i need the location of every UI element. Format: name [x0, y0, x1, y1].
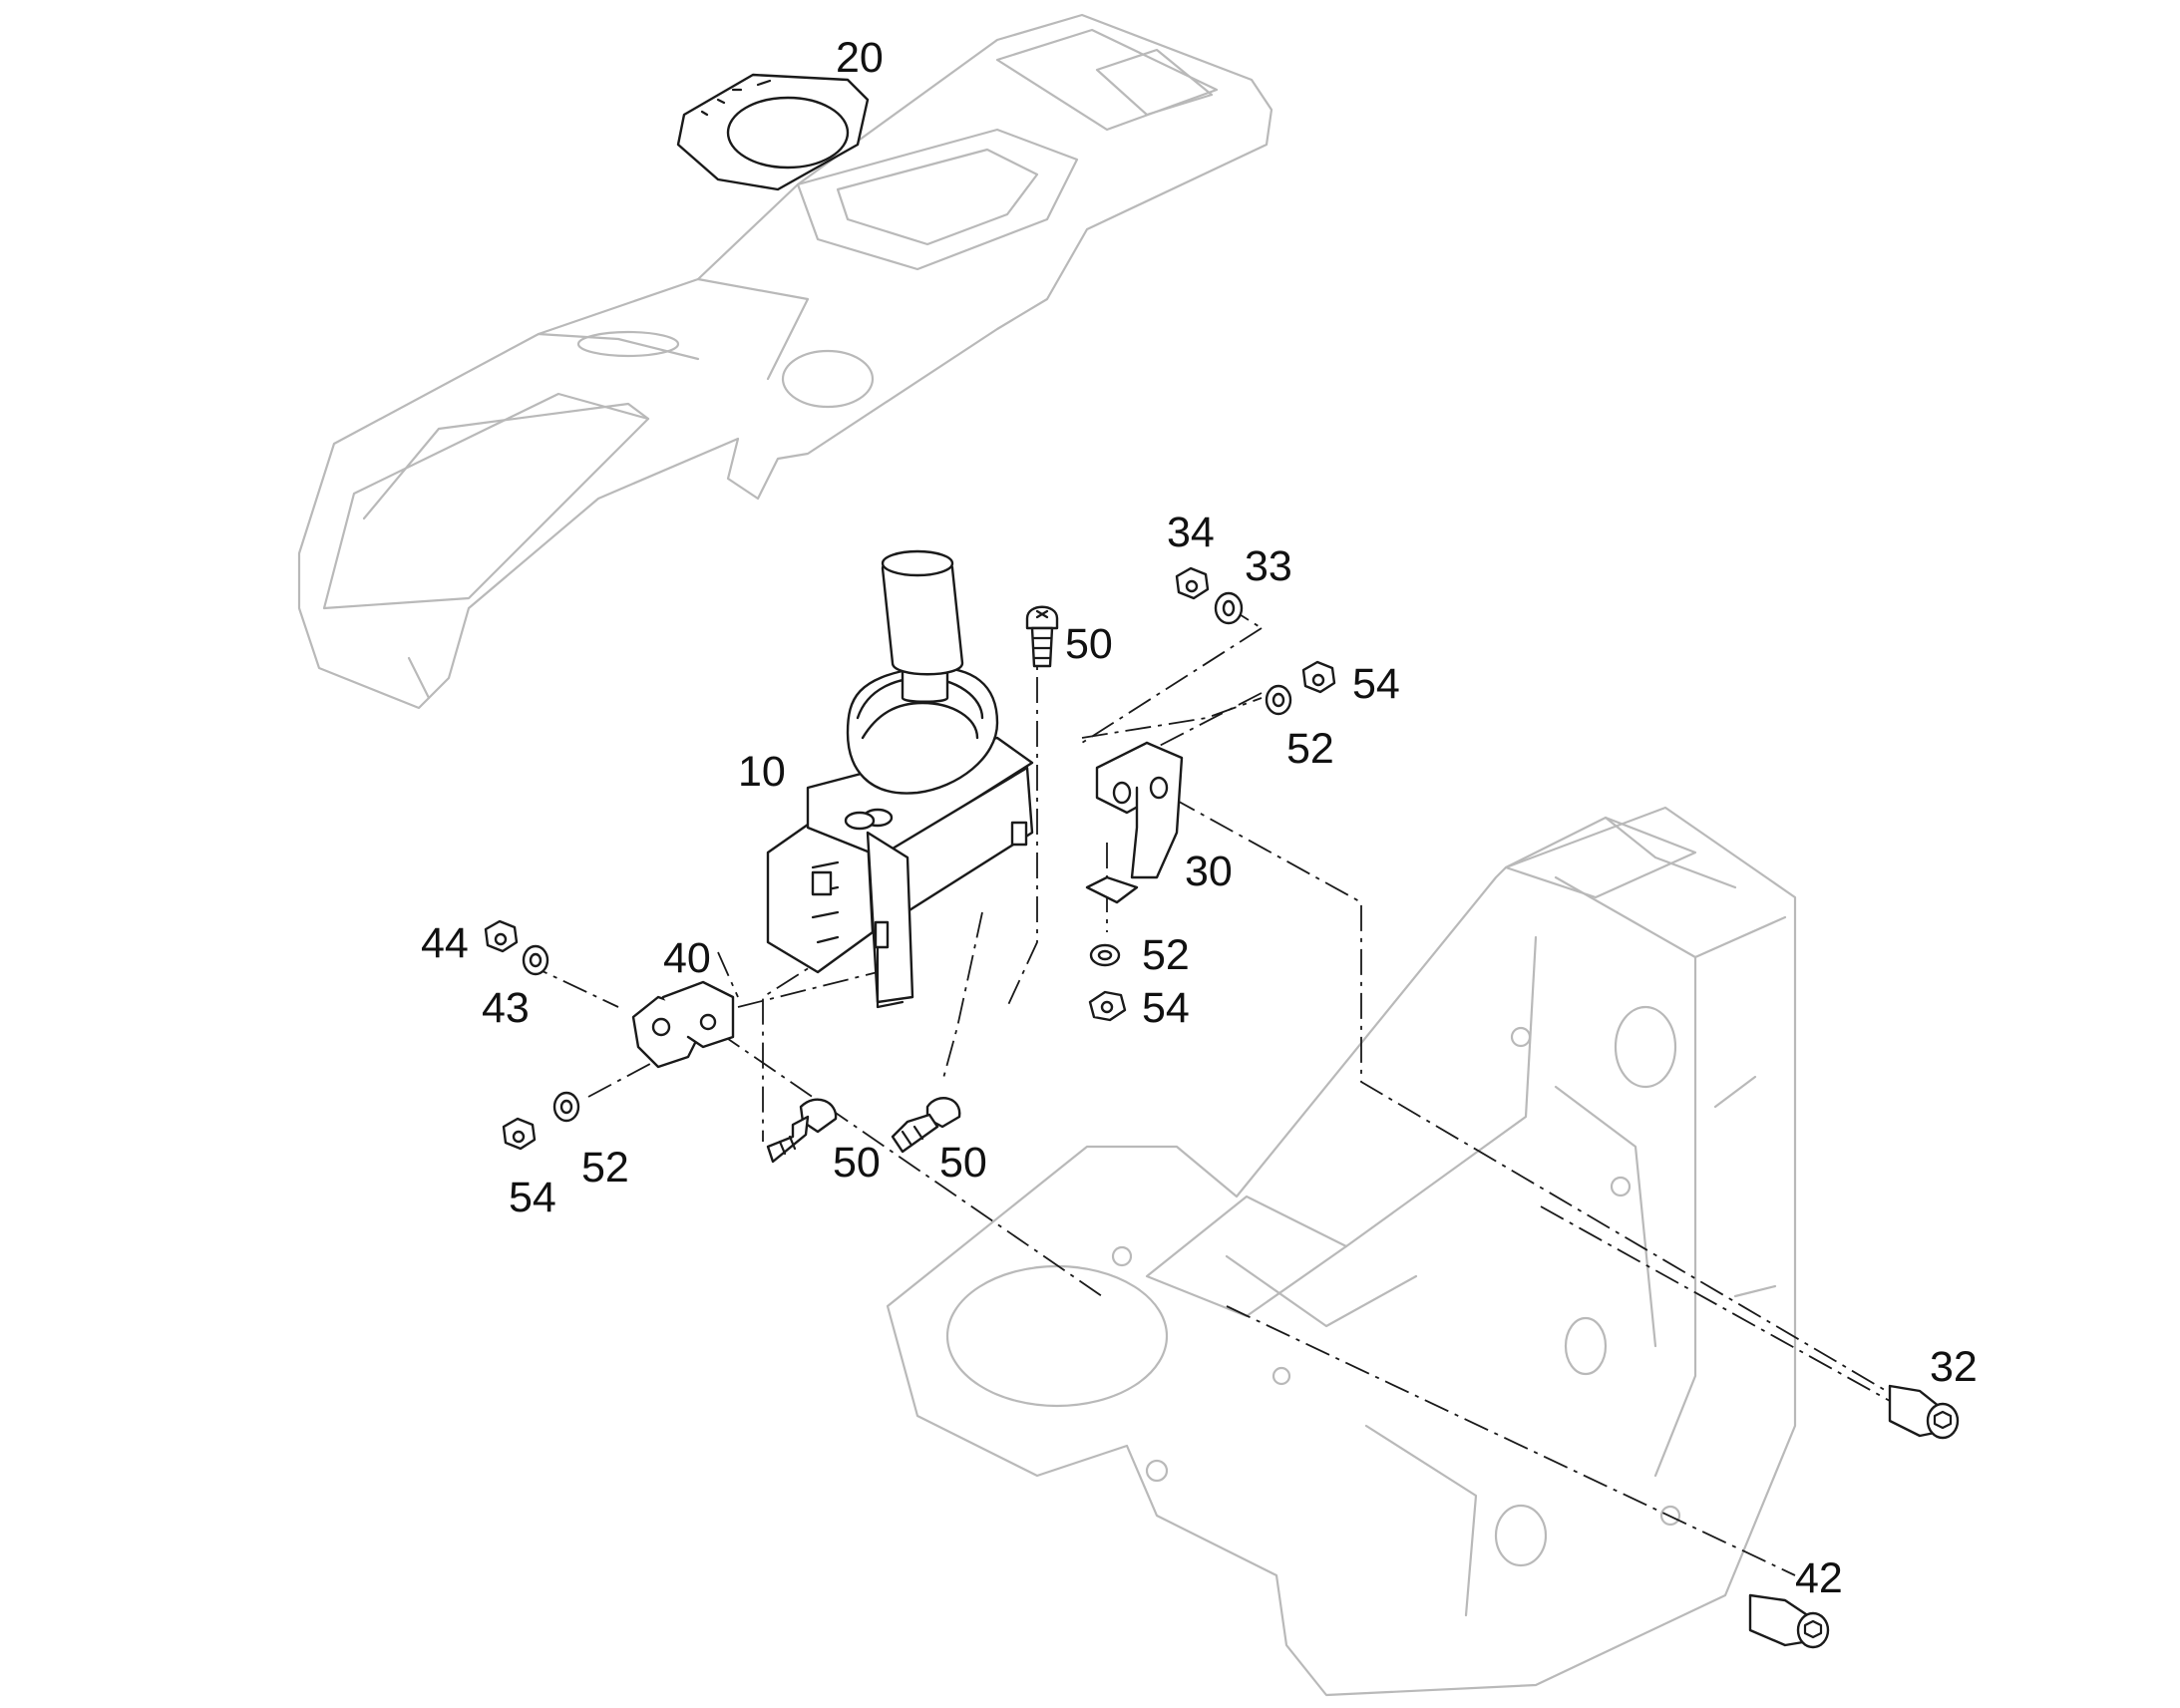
callout-54-top: 54	[1352, 660, 1400, 708]
callout-30: 30	[1185, 848, 1233, 895]
joystick-assembly[interactable]	[766, 549, 1034, 1009]
console-cover	[297, 13, 1273, 710]
bracket-40[interactable]	[631, 980, 735, 1069]
callout-33: 33	[1245, 542, 1292, 590]
callout-52-top: 52	[1286, 725, 1334, 773]
gate-plate[interactable]	[676, 73, 870, 191]
screw-50-mid-icon	[891, 1097, 961, 1154]
bracket-30[interactable]	[1085, 741, 1184, 904]
callout-50-top: 50	[1065, 620, 1113, 668]
fasteners	[484, 566, 1960, 1649]
callout-50-left: 50	[833, 1139, 881, 1187]
callout-52-mid: 52	[1142, 931, 1190, 979]
leader-lines	[523, 605, 1896, 1576]
callout-10: 10	[738, 748, 786, 796]
callout-43: 43	[482, 984, 530, 1032]
callouts: 20 34 33 50 54 52 10 30 44 40 52 43 54 5…	[421, 34, 1978, 1602]
callout-52-bottom: 52	[581, 1144, 629, 1192]
callout-40: 40	[663, 934, 711, 982]
callout-20: 20	[836, 34, 884, 82]
callout-32: 32	[1930, 1343, 1978, 1391]
callout-54-mid: 54	[1142, 984, 1190, 1032]
callout-42: 42	[1795, 1554, 1843, 1602]
cap-screw-32-icon	[1888, 1384, 1960, 1440]
lower-frame	[886, 806, 1797, 1697]
screw-50-left-icon	[766, 1098, 838, 1164]
callout-54-bottom: 54	[509, 1174, 556, 1221]
callout-34: 34	[1167, 509, 1215, 556]
cap-screw-42-icon	[1748, 1593, 1830, 1649]
callout-44: 44	[421, 919, 469, 967]
callout-50-mid: 50	[939, 1139, 987, 1187]
screw-50-top-icon	[1025, 605, 1059, 668]
